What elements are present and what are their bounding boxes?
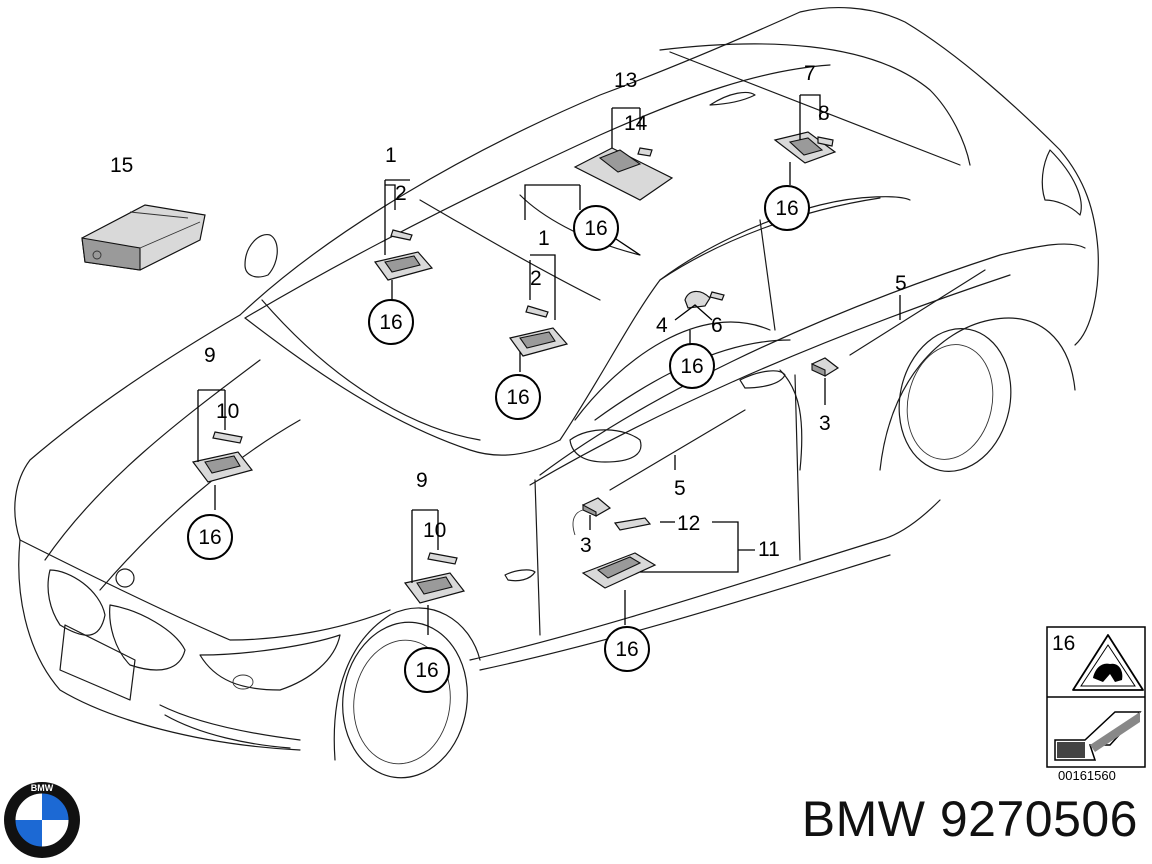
callout-9a: 9 (204, 344, 216, 367)
rear-lamp-7 (773, 131, 837, 164)
callout-13: 13 (614, 69, 637, 92)
callout-16e: 16 (680, 355, 703, 378)
legend-number: 16 (1052, 632, 1075, 655)
callout-16e-circle (669, 343, 715, 389)
part-caption: BMW 9270506 (801, 791, 1138, 847)
car-outline (14, 7, 1099, 779)
interior-lamp-top-left (373, 229, 434, 281)
switch-3-front (572, 497, 612, 536)
callout-2b: 2 (530, 267, 542, 290)
callout-16g: 16 (415, 659, 438, 682)
callout-1a: 1 (385, 144, 397, 167)
callouts: 1 2 16 1 2 16 13 14 16 7 8 16 15 4 6 16 … (110, 62, 907, 693)
footwell-lamp-door (403, 552, 466, 604)
callout-16c-circle (573, 205, 619, 251)
callout-8: 8 (818, 102, 830, 125)
callout-2a: 2 (395, 182, 407, 205)
parts (81, 131, 840, 604)
door-lamp-4 (684, 290, 725, 309)
callout-16f-circle (187, 514, 233, 560)
switch-3-rear (810, 357, 840, 377)
callout-3b: 3 (580, 534, 592, 557)
callout-3a: 3 (819, 412, 831, 435)
callout-16f: 16 (198, 526, 221, 549)
legend-box: 16 00161560 (1046, 626, 1146, 783)
callout-11: 11 (758, 538, 780, 561)
callout-10b: 10 (423, 519, 446, 542)
callout-14: 14 (624, 112, 648, 135)
entry-lamp-11 (581, 517, 657, 589)
warning-triangle-icon (1072, 634, 1144, 691)
callout-15: 15 (110, 154, 133, 177)
callout-16a-circle (368, 299, 414, 345)
leader-lines (197, 94, 901, 635)
interior-lamp-top-middle (508, 305, 569, 357)
bmw-logo: BMW (4, 782, 80, 858)
control-unit-15 (81, 204, 206, 271)
callout-5a: 5 (895, 272, 907, 295)
callout-10a: 10 (216, 400, 239, 423)
roof-console-13 (573, 147, 674, 201)
callout-9b: 9 (416, 469, 428, 492)
callout-16g-circle (404, 647, 450, 693)
callout-16a: 16 (379, 311, 402, 334)
footwell-lamp-left (191, 431, 254, 483)
logo-text: BMW (31, 783, 54, 793)
callout-7: 7 (804, 62, 816, 85)
callout-16d: 16 (775, 197, 798, 220)
document-number: 00161560 (1058, 768, 1116, 783)
callout-16h-circle (604, 626, 650, 672)
callout-16d-circle (764, 185, 810, 231)
callout-16h: 16 (615, 638, 638, 661)
callout-4: 4 (656, 314, 668, 337)
callout-16b-circle (495, 374, 541, 420)
arrow-icon (1054, 711, 1142, 761)
callout-16b: 16 (506, 386, 529, 409)
callout-12: 12 (677, 512, 700, 535)
callout-6: 6 (711, 314, 723, 337)
callout-1b: 1 (538, 227, 550, 250)
callout-16c: 16 (584, 217, 607, 240)
callout-5b: 5 (674, 477, 686, 500)
